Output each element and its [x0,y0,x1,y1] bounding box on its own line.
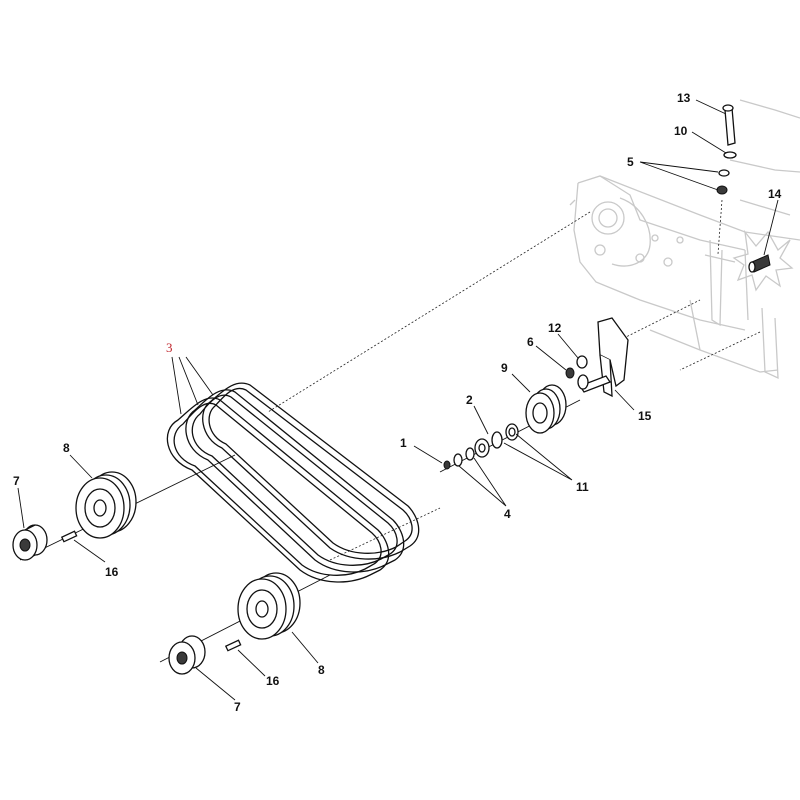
callout-labels: 1 2 3 4 5 6 7 7 8 8 9 10 11 12 13 14 15 … [13,91,782,714]
callout-16-lower: 16 [266,674,280,688]
key-lower [224,639,242,652]
leader-lines [17,99,779,701]
callout-13: 13 [677,91,691,105]
callout-16-upper: 16 [105,565,119,579]
callout-6: 6 [527,335,534,349]
taper-bush-lower [168,635,206,675]
tensioner-bracket [565,317,629,398]
callout-12: 12 [548,321,562,335]
callout-11: 11 [576,480,589,494]
callout-8-lower: 8 [318,663,325,677]
idler-pulley [525,384,567,434]
callout-5: 5 [627,155,634,169]
alignment-lines [267,199,761,561]
callout-15: 15 [638,409,652,423]
side-bolt [748,254,771,273]
taper-bush-upper [12,524,48,561]
background-frame [569,99,800,380]
callout-1: 1 [400,436,407,450]
washer-stack [443,423,519,470]
callout-8-upper: 8 [63,441,70,455]
callout-2: 2 [466,393,473,407]
pulley-lower [237,572,301,640]
v-belts [166,382,420,583]
key-upper [60,530,78,543]
bolt-assembly [716,104,737,195]
callout-3: 3 [166,340,173,355]
pulley-upper [75,471,137,539]
callout-14: 14 [768,187,782,201]
callout-7-upper: 7 [13,474,20,488]
callout-9: 9 [501,361,508,375]
callout-4: 4 [504,507,511,521]
callout-10: 10 [674,124,688,138]
callout-7-lower: 7 [234,700,241,714]
